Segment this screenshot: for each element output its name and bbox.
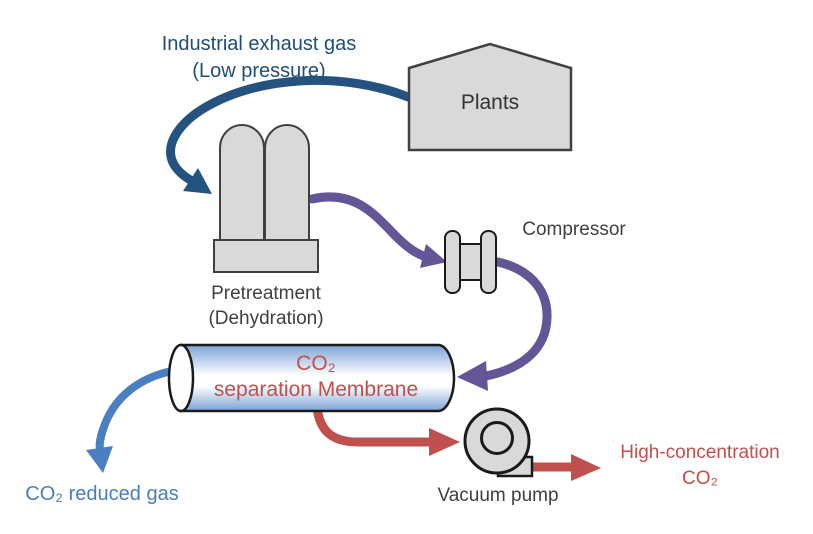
pump-inlet bbox=[480, 421, 514, 455]
pretreatment-label: Pretreatment (Dehydration) bbox=[166, 281, 366, 331]
industrial-exhaust-label: Industrial exhaust gas (Low pressure) bbox=[109, 31, 409, 85]
exhaust-flow-arrow bbox=[166, 75, 413, 186]
vacuum-pump-shape bbox=[463, 407, 534, 478]
compressor-to-membrane-arrowhead bbox=[457, 361, 488, 391]
pretreatment-unit-shape bbox=[213, 124, 319, 273]
industrial-exhaust-line2: (Low pressure) bbox=[192, 60, 326, 82]
vacuum-pump-label: Vacuum pump bbox=[437, 485, 559, 506]
membrane-shape bbox=[167, 343, 456, 413]
exhaust-flow-arrowhead bbox=[183, 168, 212, 194]
compressor-left-flange bbox=[444, 230, 461, 294]
pretreatment-to-compressor-arrow bbox=[307, 192, 431, 262]
pretreatment-left-column bbox=[219, 124, 265, 243]
high-concentration-line2: CO₂ bbox=[682, 468, 718, 489]
co2-reduced-gas-label: CO₂ reduced gas bbox=[25, 483, 179, 505]
compressor-to-membrane-arrow bbox=[481, 257, 552, 381]
plants-label: Plants bbox=[460, 91, 520, 114]
membrane-body bbox=[179, 343, 456, 413]
flow-arrows bbox=[86, 75, 601, 481]
compressor-label: Compressor bbox=[522, 219, 626, 240]
high-concentration-line1: High-concentration bbox=[620, 442, 780, 463]
membrane-to-pump-arrow bbox=[312, 403, 433, 447]
pretreatment-to-compressor-arrowhead bbox=[420, 244, 447, 268]
membrane-line1: CO₂ bbox=[296, 352, 336, 375]
compressor-shape bbox=[444, 230, 497, 294]
compressor-right-flange bbox=[480, 230, 497, 294]
membrane-left-cap bbox=[167, 343, 195, 413]
pump-outlet-arrowhead bbox=[571, 454, 601, 481]
reduced-gas-arrowhead bbox=[86, 446, 113, 473]
reduced-gas-arrow bbox=[95, 367, 176, 454]
membrane-to-pump-arrowhead bbox=[429, 428, 460, 456]
pretreatment-line2: (Dehydration) bbox=[208, 308, 324, 329]
plants-building-shape bbox=[407, 42, 573, 152]
pretreatment-line1: Pretreatment bbox=[211, 283, 321, 304]
pretreatment-right-column bbox=[264, 124, 310, 243]
high-concentration-co2-label: High-concentration CO₂ bbox=[600, 440, 800, 492]
membrane-label: CO₂ separation Membrane bbox=[166, 351, 466, 403]
membrane-line2: separation Membrane bbox=[213, 378, 419, 401]
industrial-exhaust-line1: Industrial exhaust gas bbox=[161, 33, 357, 55]
pretreatment-base bbox=[213, 239, 319, 273]
